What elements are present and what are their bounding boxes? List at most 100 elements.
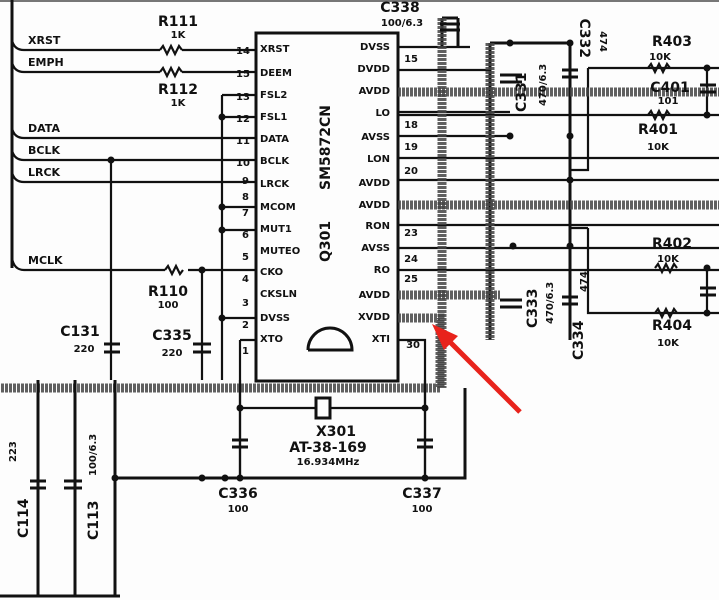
r403-value: 10K <box>649 52 672 63</box>
pin-number: 23 <box>404 228 418 239</box>
pin-number: 5 <box>242 252 249 263</box>
c336-value: 100 <box>228 504 249 515</box>
r112-ref: R112 <box>158 82 198 98</box>
c131-value: 220 <box>74 344 95 355</box>
x301-part: AT-38-169 <box>289 440 367 456</box>
pin-number: 18 <box>404 120 418 131</box>
r111-ref: R111 <box>158 14 198 30</box>
pin-name: AVDD <box>359 86 390 97</box>
pin-number: 6 <box>242 230 249 241</box>
pin-name: AVSS <box>361 243 390 254</box>
c401-value: 101 <box>658 96 679 107</box>
pin-number: 14 <box>236 46 250 57</box>
x301-frequency: 16.934MHz <box>297 457 360 468</box>
pin-number: 13 <box>236 92 250 103</box>
pin-name: FSL2 <box>260 90 287 101</box>
r401-ref: R401 <box>638 122 678 138</box>
pin-name: XTI <box>372 334 390 345</box>
c337-value: 100 <box>412 504 433 515</box>
pin-number: 11 <box>236 136 250 147</box>
c337-ref: C337 <box>402 486 442 502</box>
pin-number: 7 <box>242 208 249 219</box>
c113-ref: C113 <box>86 501 102 541</box>
c334-value: 474 <box>579 271 590 292</box>
pin-name: XVDD <box>358 312 390 323</box>
c336-ref: C336 <box>218 486 258 502</box>
pin-name: BCLK <box>260 156 290 167</box>
c332-value: 474 <box>597 31 608 52</box>
c113-value: 100/6.3 <box>88 434 99 476</box>
c114-ref: C114 <box>16 498 32 538</box>
signal-emph: EMPH <box>28 56 64 69</box>
pin-name: DVSS <box>260 313 290 324</box>
pin-name: CKO <box>260 267 283 278</box>
pin-number: 1 <box>242 346 249 357</box>
c338-ref: C338 <box>380 0 420 16</box>
pin-name: XTO <box>260 334 283 345</box>
pin-name: RO <box>374 265 390 276</box>
pin-number: 10 <box>236 158 250 169</box>
r111-value: 1K <box>171 30 187 41</box>
pin-number: 15 <box>404 54 418 65</box>
ic-notch <box>306 326 354 352</box>
pin-number: 8 <box>242 192 249 203</box>
crystal-x301 <box>0 380 467 598</box>
pin-number: 30 <box>406 340 420 351</box>
pin-name: AVDD <box>359 200 390 211</box>
pin-number: 20 <box>404 166 418 177</box>
pin-number: 24 <box>404 254 418 265</box>
r110-ref: R110 <box>148 284 188 300</box>
r404-ref: R404 <box>652 318 692 334</box>
signal-lrck: LRCK <box>28 166 61 179</box>
pin-name: LO <box>375 108 390 119</box>
pin-name: LON <box>367 154 390 165</box>
chip-ref: Q301 <box>318 221 334 262</box>
c331-value: 470/6.3 <box>538 64 549 106</box>
pin-number: 2 <box>242 320 249 331</box>
pin-number: 25 <box>404 274 418 285</box>
pin-name: MUTEO <box>260 246 300 257</box>
pin-name: DVSS <box>360 42 390 53</box>
r110-value: 100 <box>158 300 179 311</box>
pin-name: FSL1 <box>260 112 287 123</box>
pin-number: 4 <box>242 274 249 285</box>
signal-mclk: MCLK <box>28 254 63 267</box>
signal-xrst: XRST <box>28 34 61 47</box>
pin-name: XRST <box>260 44 290 55</box>
pin-name: DATA <box>260 134 289 145</box>
c401-ref: C401 <box>650 80 690 96</box>
r403-ref: R403 <box>652 34 692 50</box>
c335-value: 220 <box>162 348 183 359</box>
pin-name: MUT1 <box>260 224 292 235</box>
pin-name: DEEM <box>260 68 292 79</box>
r404-value: 10K <box>657 338 680 349</box>
pin-name: AVDD <box>359 178 390 189</box>
c333-value: 470/6.3 <box>545 282 556 324</box>
signal-data: DATA <box>28 122 60 135</box>
x301-ref: X301 <box>316 424 356 440</box>
c333-ref: C333 <box>525 289 541 329</box>
c331-ref: C331 <box>514 73 530 113</box>
pin-number: 12 <box>236 114 250 125</box>
pin-name: DVDD <box>357 64 390 75</box>
c114-value: 223 <box>8 441 19 462</box>
pin-number: 19 <box>404 142 418 153</box>
red-arrow-annotation <box>432 324 522 414</box>
r401-value: 10K <box>647 142 670 153</box>
c334-ref: C334 <box>571 320 587 360</box>
pin-name: CKSLN <box>260 289 297 300</box>
rotated-component-labels: C331 470/6.3 C332 474 C333 470/6.3 C334 … <box>8 19 608 541</box>
c335-ref: C335 <box>152 328 192 344</box>
pin-name: LRCK <box>260 179 290 190</box>
pin-number: 15 <box>236 69 250 80</box>
pin-name: MCOM <box>260 202 296 213</box>
component-labels: R111 1K R112 1K R110 100 C131 220 C335 2… <box>60 0 692 515</box>
resistor-symbols <box>159 43 678 320</box>
chip-part-number: SM5872CN <box>318 105 334 190</box>
shaded-power-traces <box>0 18 719 393</box>
pin-name: AVSS <box>361 132 390 143</box>
